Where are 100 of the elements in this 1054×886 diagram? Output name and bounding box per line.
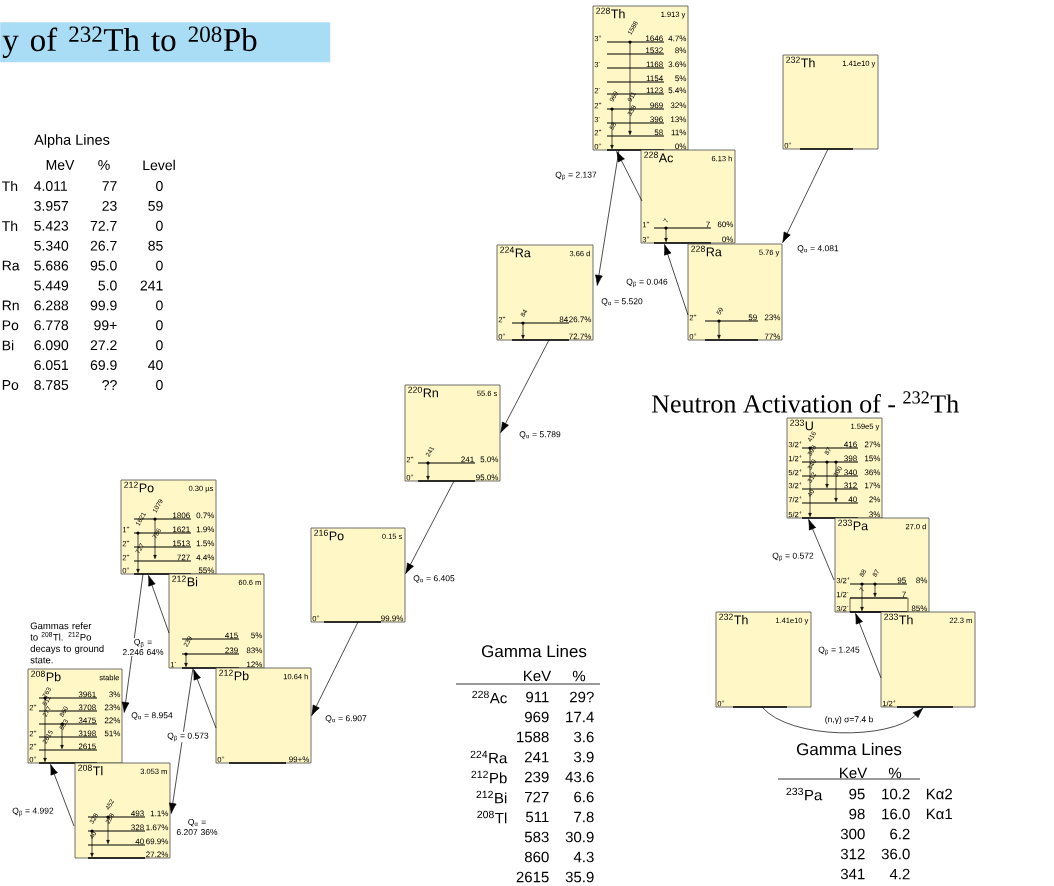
table-cell: 29? xyxy=(570,691,594,703)
table-cell: 10.2 xyxy=(882,788,910,800)
table-cell: 0 xyxy=(156,181,163,191)
table-cell: 85 xyxy=(148,240,163,251)
edge-label: Q$_{α}$ = 4.081 xyxy=(796,244,840,254)
level-energy: 3961 xyxy=(78,691,96,698)
nuclide-label: $^{216}$Po xyxy=(314,529,344,541)
level-energy: 241 xyxy=(461,456,474,463)
table-cell: Po xyxy=(2,320,19,331)
table-cell: 7.8 xyxy=(574,811,594,823)
table-cell: 5.686 xyxy=(34,260,69,271)
level-energy: 1154 xyxy=(646,75,663,82)
table-cell: Th xyxy=(2,180,18,192)
decay-arrow xyxy=(595,149,620,286)
table-cell: $^{208}$Tl xyxy=(477,810,507,824)
table-cell: $^{212}$Bi xyxy=(476,790,507,804)
level-energy: 340 xyxy=(844,469,857,476)
table-cell: 30.9 xyxy=(565,831,594,843)
table-cell: 3.9 xyxy=(574,751,594,763)
table-cell: 5.423 xyxy=(34,220,69,231)
table-cell: $^{233}$Pa xyxy=(786,787,823,801)
decay-arrow xyxy=(148,575,170,634)
branching-percent: 0% xyxy=(722,236,734,243)
table-cell: 6.288 xyxy=(34,300,69,311)
table-cell: 5.449 xyxy=(34,280,69,291)
column-header: % xyxy=(572,670,586,682)
branching-percent: 1.67% xyxy=(146,824,169,831)
table-cell: 95 xyxy=(849,788,865,800)
table-cell: 99.9 xyxy=(90,300,117,311)
column-header: Level xyxy=(143,159,175,171)
table-cell: 59 xyxy=(148,200,163,211)
branching-percent: 27% xyxy=(864,441,881,448)
branching-percent: 0% xyxy=(675,143,687,150)
branching-percent: 3% xyxy=(109,691,121,698)
table-cell: 72.7 xyxy=(90,220,117,231)
nuclide-label: $^{208}$Tl xyxy=(78,764,103,776)
table-cell: 911 xyxy=(526,691,549,703)
table-cell: 0 xyxy=(156,340,163,351)
decay-arrow xyxy=(405,480,455,574)
branching-percent: 1.5% xyxy=(196,540,215,547)
level-energy: 95 xyxy=(897,577,906,584)
level-energy: 7 xyxy=(706,221,710,228)
branching-percent: 5.4% xyxy=(668,87,687,94)
level-energy: 727 xyxy=(177,554,190,561)
branching-percent: 1.1% xyxy=(150,810,169,817)
table-cell: 0 xyxy=(156,380,163,390)
branching-percent: 36% xyxy=(864,469,881,476)
branching-percent: 23% xyxy=(764,314,781,321)
edge-label: Q$_{β}$ = 0.573 xyxy=(166,731,210,743)
table-cell: 727 xyxy=(525,791,549,803)
decay-arrow xyxy=(50,764,75,827)
nuclide-label: $^{212}$Pb xyxy=(219,669,249,681)
table-cell: Kα1 xyxy=(926,808,952,820)
decay-arrow xyxy=(616,151,643,202)
level-energy: 493 xyxy=(131,810,144,817)
level-energy: 59 xyxy=(748,314,757,321)
table-cell: 300 xyxy=(840,828,865,840)
branching-percent: 22% xyxy=(104,717,121,724)
edge-label: Q$_{α}$ = 8.954 xyxy=(130,711,174,721)
level-energy: 415 xyxy=(225,632,238,639)
branching-percent: 4.4% xyxy=(196,554,215,561)
edge-label: (n,γ) σ=7.4 b xyxy=(823,715,875,725)
level-energy: 40 xyxy=(848,496,857,503)
branching-percent: 8% xyxy=(916,577,928,584)
level-energy: 312 xyxy=(844,482,857,489)
table-cell: 583 xyxy=(524,831,549,843)
table-cell: 6.051 xyxy=(34,360,69,371)
level-energy: 3198 xyxy=(78,730,96,737)
table-cell: 43.6 xyxy=(565,771,594,783)
branching-percent: 2% xyxy=(869,496,881,503)
table-cell: 5.340 xyxy=(34,240,69,251)
table-cell: 5.0 xyxy=(98,280,117,291)
decay-arrow xyxy=(169,667,194,814)
table-cell: 341 xyxy=(840,868,865,880)
branching-percent: 23% xyxy=(104,704,121,711)
decay-arrow xyxy=(311,621,359,716)
branching-percent: 69.9% xyxy=(146,838,169,845)
table-title: Alpha Lines xyxy=(34,134,110,148)
table-cell: 27.2 xyxy=(90,340,117,351)
nuclide-label: $^{228}$Ra xyxy=(691,245,722,257)
branching-percent: 77% xyxy=(764,333,781,340)
branching-percent: 95.0% xyxy=(476,474,499,481)
table-cell: Kα2 xyxy=(926,788,952,800)
level-energy: 239 xyxy=(225,647,238,654)
table-cell: Rn xyxy=(2,300,19,311)
table-cell: 8.785 xyxy=(34,380,69,390)
branching-percent: 99.9% xyxy=(381,615,404,622)
table-cell: 969 xyxy=(525,711,549,723)
branching-percent: 51% xyxy=(104,730,121,737)
table-cell: Th xyxy=(2,220,18,231)
table-cell: 26.7 xyxy=(90,240,117,251)
table-cell: 860 xyxy=(524,851,549,863)
table-cell: 23 xyxy=(102,200,117,211)
table-cell: 0 xyxy=(156,260,163,271)
branching-percent: 5% xyxy=(251,632,263,639)
branching-percent: 3% xyxy=(869,511,881,518)
edge-label: Q$_{β}$ = 2.137 xyxy=(554,170,598,182)
table-cell: 36.0 xyxy=(881,848,910,860)
section-title: Neutron Activation of - $^{232}$Th xyxy=(651,391,959,413)
branching-percent: 8% xyxy=(675,47,687,54)
